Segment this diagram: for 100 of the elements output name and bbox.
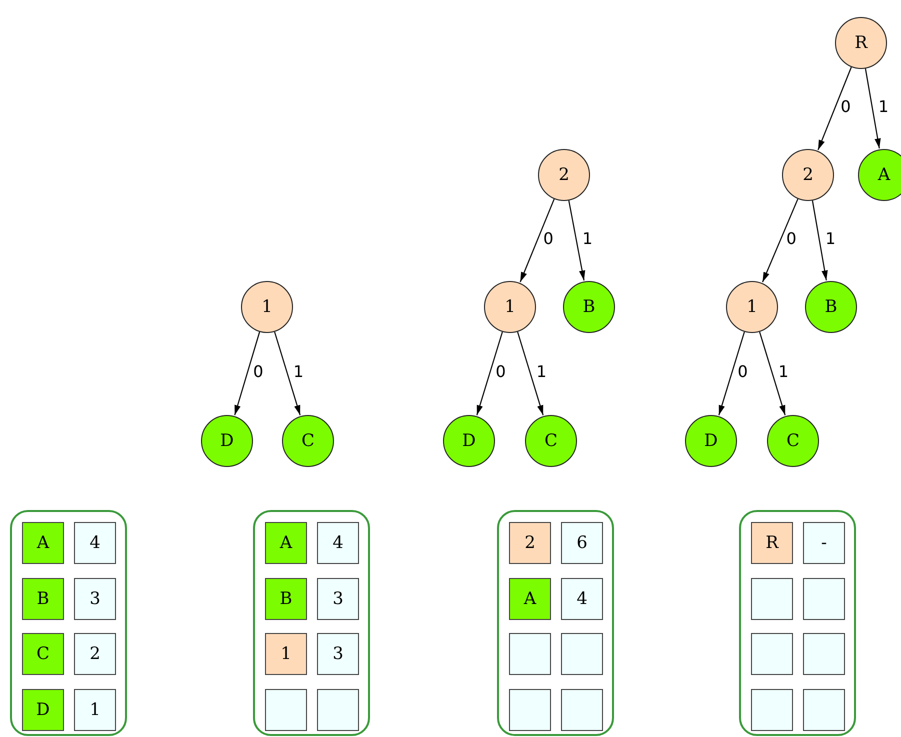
node-label: 2 [90, 644, 100, 664]
arrow [274, 332, 301, 416]
node-label: B [582, 297, 596, 317]
table-cell [265, 633, 307, 675]
table-cell [317, 633, 359, 675]
arrow [517, 332, 544, 416]
node-label: C [301, 431, 314, 451]
table-cell [74, 633, 116, 675]
empty-table-cell [803, 633, 845, 675]
leaf-node [767, 415, 819, 467]
edge-label: 1 [824, 230, 837, 246]
empty-table-cell [751, 633, 793, 675]
table-panel [497, 510, 614, 736]
node-label: D [220, 431, 234, 451]
table-cell [74, 688, 116, 730]
node-label: 1 [280, 644, 292, 664]
node-label: B [280, 588, 292, 608]
leaf-node [563, 281, 615, 333]
node-label: D [704, 431, 718, 451]
arrow [718, 332, 745, 416]
empty-table-cell [561, 688, 603, 730]
arrow [520, 198, 555, 282]
node-label: 3 [332, 588, 344, 608]
arrow [864, 68, 881, 148]
leaf-node [201, 415, 253, 467]
table-cell [509, 578, 551, 620]
node-label: 1 [262, 297, 272, 317]
leaf-node [282, 415, 334, 467]
empty-table-cell [509, 633, 551, 675]
table-cell [803, 522, 845, 564]
arrow [818, 66, 852, 150]
empty-table-cell [509, 688, 551, 730]
node-label: 1 [746, 297, 758, 317]
table-cell [22, 522, 64, 564]
node-label: R [766, 533, 778, 553]
node-label: 4 [332, 533, 344, 553]
node-label: - [821, 533, 827, 553]
empty-table-cell [751, 578, 793, 620]
edge-label: 1 [777, 364, 790, 380]
arrow [812, 200, 828, 280]
arrow [762, 198, 798, 282]
edge-label: 1 [535, 364, 548, 380]
table-cell [561, 578, 603, 620]
node-label: 2 [802, 165, 814, 185]
node-label: A [36, 533, 50, 553]
leaf-node [858, 149, 901, 201]
internal-node [484, 281, 536, 333]
leaf-node [443, 415, 495, 467]
edge-label: 0 [494, 364, 507, 380]
empty-table-cell [317, 688, 359, 730]
node-label: A [878, 165, 890, 185]
table-cell [265, 522, 307, 564]
node-label: D [36, 700, 50, 720]
empty-table-cell [751, 688, 793, 730]
node-label: D [462, 431, 476, 451]
node-label: C [786, 431, 800, 451]
leaf-node [525, 415, 577, 467]
empty-table-cell [265, 688, 307, 730]
table-panel [253, 510, 370, 736]
empty-table-cell [561, 633, 603, 675]
table-cell [751, 522, 793, 564]
node-label: C [36, 644, 50, 664]
node-label: 1 [504, 297, 516, 317]
internal-node [241, 281, 293, 333]
table-cell [22, 633, 64, 675]
table-cell [265, 578, 307, 620]
internal-node [782, 149, 834, 201]
node-label: A [280, 533, 292, 553]
table-cell [22, 688, 64, 730]
node-label: 1 [90, 700, 100, 720]
arrow [568, 200, 586, 281]
node-label: A [524, 588, 536, 608]
node-label: 4 [90, 533, 100, 553]
empty-table-cell [803, 578, 845, 620]
arrow [234, 332, 260, 416]
arrow [476, 332, 503, 416]
leaf-node [805, 281, 857, 333]
table-cell [509, 522, 551, 564]
internal-node [538, 149, 590, 201]
node-label: B [36, 588, 50, 608]
edge-label: 1 [581, 230, 594, 246]
leaf-node [685, 415, 737, 467]
edge-label: 0 [736, 364, 749, 380]
edge-label: 1 [877, 98, 890, 114]
edge-label: 0 [542, 230, 554, 247]
node-label: 3 [90, 588, 100, 608]
table-cell [22, 578, 64, 620]
table-cell [317, 578, 359, 620]
node-label: 3 [332, 644, 344, 664]
node-label: 2 [524, 533, 536, 553]
edge-label: 1 [292, 364, 305, 380]
node-label: 4 [576, 588, 588, 608]
node-label: 2 [558, 165, 570, 185]
internal-node [835, 17, 887, 69]
node-label: R [854, 33, 868, 53]
arrow [759, 332, 786, 416]
table-cell [74, 578, 116, 620]
node-label: B [824, 297, 838, 317]
edge-label: 0 [840, 98, 852, 115]
empty-table-cell [803, 688, 845, 730]
